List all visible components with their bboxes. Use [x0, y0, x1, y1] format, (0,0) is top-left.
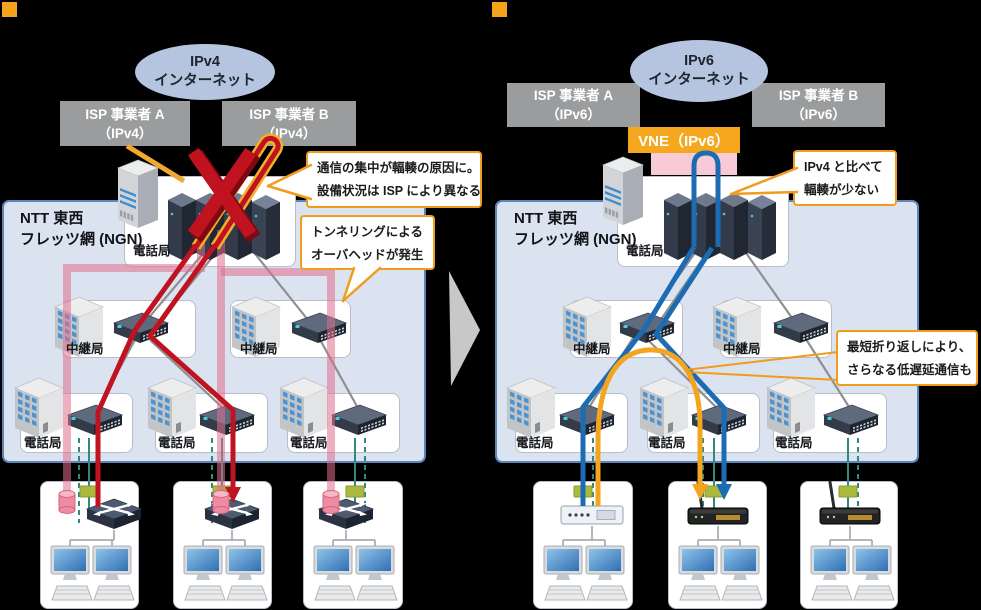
central-office3-label-right: 電話局 — [775, 436, 813, 450]
callout-low-latency-line2: さらなる低遅延通信も — [847, 363, 973, 377]
callout-less-congestion-tail — [729, 166, 799, 196]
tunnel-endpoint-icon — [212, 490, 230, 514]
ipv4-traffic-lines — [95, 133, 284, 507]
building-icon — [766, 377, 816, 439]
isp-a-box-right: ISP 事業者 A （IPv6） — [507, 83, 640, 127]
l2-switch-icon — [291, 312, 347, 344]
ngn-right-line2: フレッツ網 (NGN) — [514, 231, 637, 248]
pc-icon — [355, 545, 398, 601]
ngn-left-line2: フレッツ網 (NGN) — [20, 231, 143, 248]
section-bullet-left — [2, 2, 17, 17]
pppoe-tunnel-lines — [63, 230, 335, 494]
callout-congestion-line2: 設備状況は ISP により異なる — [317, 184, 482, 198]
pc-icon — [92, 545, 135, 601]
vne-label: VNE（IPv6） — [638, 132, 730, 150]
ipv6-cloud-line1: IPv6 — [684, 53, 714, 69]
central-office2-label-left: 電話局 — [158, 436, 196, 450]
isp-a-left-line1: ISP 事業者 A — [85, 106, 165, 122]
pc-icon — [313, 545, 356, 601]
failure-x-icon — [187, 147, 261, 243]
isp-a-left-line2: （IPv4） — [97, 125, 153, 141]
callout-tunneling-line2: オーバヘッドが発生 — [311, 248, 424, 262]
isp-b-box-right: ISP 事業者 B （IPv6） — [752, 83, 885, 127]
relay-office1-label-right: 中継局 — [573, 342, 611, 356]
central-office-top-label-left: 電話局 — [133, 244, 171, 258]
callout-less-congestion-line2: 輻輳が少ない — [804, 183, 880, 197]
building-icon — [639, 377, 689, 439]
callout-low-latency-line1: 最短折り返しにより、 — [847, 340, 972, 354]
onu-icon — [560, 505, 624, 525]
ngn-right-line1: NTT 東西 — [514, 210, 578, 227]
hairpin-traffic-line — [595, 347, 708, 506]
home-lan-links — [69, 526, 873, 548]
ngn-label-left: NTT 東西 フレッツ網 (NGN) — [20, 208, 143, 250]
callout-low-latency: 最短折り返しにより、 さらなる低遅延通信も — [836, 330, 978, 386]
callout-congestion-line1: 通信の集中が輻輳の原因に。 — [317, 161, 480, 175]
isp-a-right-line2: （IPv6） — [546, 107, 601, 122]
media-converter-icon — [838, 485, 858, 498]
central-office1-label-left: 電話局 — [24, 436, 62, 450]
ipv6-cloud-line2: インターネット — [648, 72, 750, 88]
ngn-label-right: NTT 東西 フレッツ網 (NGN) — [514, 208, 637, 250]
isp-b-left-line1: ISP 事業者 B — [249, 106, 329, 122]
central-office2-label-right: 電話局 — [648, 436, 686, 450]
isp-b-right-line1: ISP 事業者 B — [778, 88, 859, 103]
relay-office2-label-left: 中継局 — [240, 342, 278, 356]
pc-icon — [543, 545, 586, 601]
callout-tunneling-line1: トンネリングによる — [311, 225, 423, 239]
l2-switch-icon — [331, 404, 387, 436]
relay-office2-label-right: 中継局 — [723, 342, 761, 356]
l2-switch-icon — [823, 404, 879, 436]
central-office1-label-right: 電話局 — [516, 436, 554, 450]
low-latency-pointer-lines — [684, 351, 839, 381]
ngn-left-line1: NTT 東西 — [20, 210, 84, 227]
media-converter-icon — [79, 485, 99, 498]
ipv4-internet-cloud: IPv4 インターネット — [135, 44, 275, 100]
pc-icon — [678, 545, 721, 601]
vne-box: VNE（IPv6） — [628, 127, 740, 153]
pc-icon — [810, 545, 853, 601]
isp-b-box-left: ISP 事業者 B （IPv4） — [222, 101, 356, 146]
l2-switch-icon — [67, 404, 123, 436]
building-icon — [506, 377, 556, 439]
ipv4-cloud-line1: IPv4 — [190, 54, 220, 70]
tunnel-endpoint-icon — [58, 490, 76, 514]
l2-switch-icon — [559, 404, 615, 436]
pc-icon — [585, 545, 628, 601]
callout-congestion: 通信の集中が輻輳の原因に。 設備状況は ISP により異なる — [266, 151, 482, 208]
central-office3-label-left: 電話局 — [290, 436, 328, 450]
isp-a-link-line — [125, 143, 186, 184]
callout-less-congestion: IPv4 と比べて 輻輳が少ない — [729, 150, 897, 206]
central-office-top-label-right: 電話局 — [626, 244, 664, 258]
callout-tunneling: トンネリングによる オーバヘッドが発生 — [300, 215, 435, 303]
ipv6-internet-cloud: IPv6 インターネット — [630, 40, 768, 102]
tunnel-endpoint-icon — [322, 490, 340, 514]
pc-icon — [225, 545, 268, 601]
home-router-icon — [85, 497, 143, 531]
building-icon — [147, 377, 197, 439]
section-bullet-right — [492, 2, 507, 17]
pc-icon — [50, 545, 93, 601]
transition-arrow-icon — [449, 271, 480, 386]
media-converter-icon — [345, 485, 365, 498]
pc-icon — [852, 545, 895, 601]
isp-a-box-left: ISP 事業者 A （IPv4） — [60, 101, 190, 146]
callout-congestion-tail — [266, 163, 313, 201]
pc-icon — [183, 545, 226, 601]
l2-switch-icon — [773, 312, 829, 344]
isp-b-right-line2: （IPv6） — [791, 107, 846, 122]
callout-tunneling-tail — [341, 266, 382, 303]
relay-office1-label-left: 中継局 — [66, 342, 104, 356]
ipv4-cloud-line2: インターネット — [154, 73, 256, 89]
pc-icon — [720, 545, 763, 601]
callout-less-congestion-line1: IPv4 と比べて — [804, 160, 883, 174]
building-icon — [279, 377, 329, 439]
l2-switch-icon — [199, 404, 255, 436]
building-icon — [14, 377, 64, 439]
isp-a-right-line1: ISP 事業者 A — [533, 88, 614, 103]
